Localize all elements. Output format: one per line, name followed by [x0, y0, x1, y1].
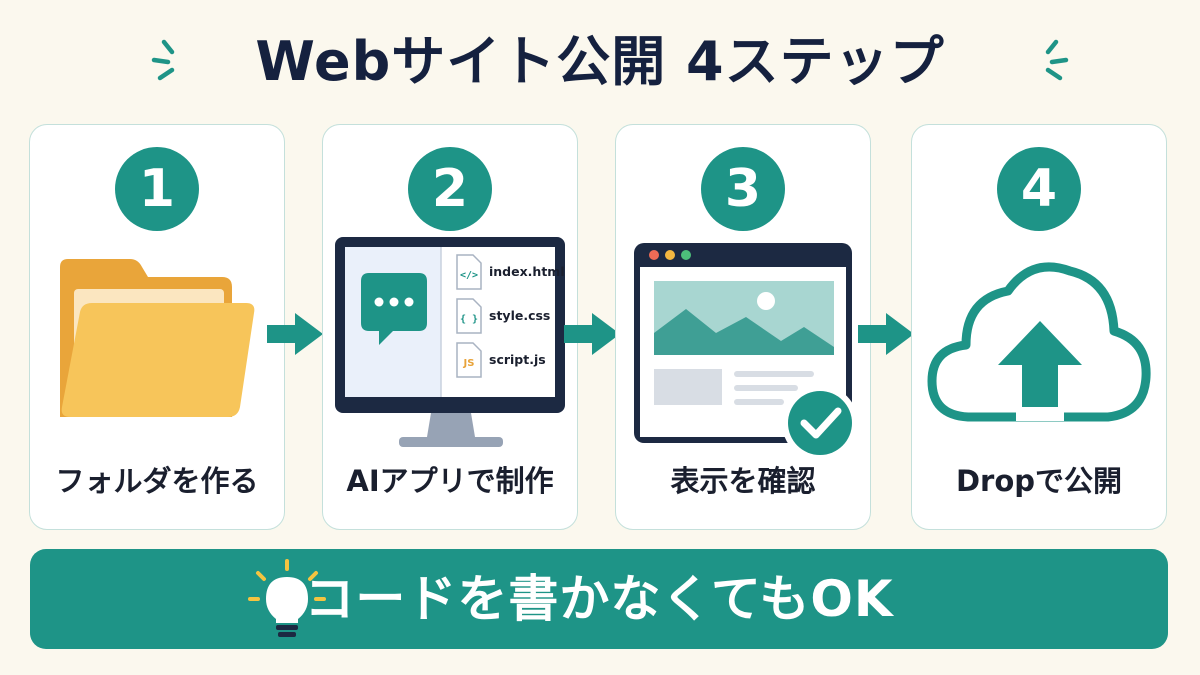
- step-card-3: 3 表示を確認: [615, 124, 871, 530]
- browser-check-icon: [634, 243, 858, 461]
- lightbulb-icon: [248, 559, 326, 637]
- css-file-icon: { }: [460, 314, 478, 325]
- arrow-right-icon: [858, 313, 914, 355]
- sparkle-right-icon: [1045, 39, 1069, 81]
- step-card-1: 1 フォルダを作る: [29, 124, 285, 530]
- sparkle-left-icon: [151, 39, 175, 81]
- step-number-badge: 3: [701, 147, 785, 231]
- file-name: script.js: [489, 352, 546, 367]
- html-file-icon: </>: [460, 270, 478, 281]
- arrow-right-icon: [564, 313, 620, 355]
- step-number-badge: 2: [408, 147, 492, 231]
- file-name: style.css: [489, 308, 550, 323]
- folder-icon: [60, 259, 255, 417]
- monitor-icon: </> index.html { } style.css JS script.j…: [335, 237, 565, 447]
- step-number-badge: 1: [115, 147, 199, 231]
- cloud-upload-icon: [927, 262, 1151, 422]
- file-name: index.html: [489, 264, 565, 279]
- step-number-badge: 4: [997, 147, 1081, 231]
- step-label: AIアプリで制作: [346, 464, 554, 498]
- step-card-4: 4 Dropで公開: [911, 124, 1167, 530]
- step-label: フォルダを作る: [55, 464, 259, 498]
- message-banner: コードを書かなくてもOK: [30, 549, 1168, 649]
- step-card-2: 2 </> index.html { } style.css JS script…: [322, 124, 578, 530]
- js-file-icon: JS: [463, 358, 475, 369]
- page-title: Webサイト公開 4ステップ: [255, 30, 945, 93]
- arrow-right-icon: [267, 313, 323, 355]
- step-label: Dropで公開: [955, 464, 1123, 498]
- step-label: 表示を確認: [670, 464, 816, 498]
- banner-text: コードを書かなくてもOK: [304, 570, 894, 628]
